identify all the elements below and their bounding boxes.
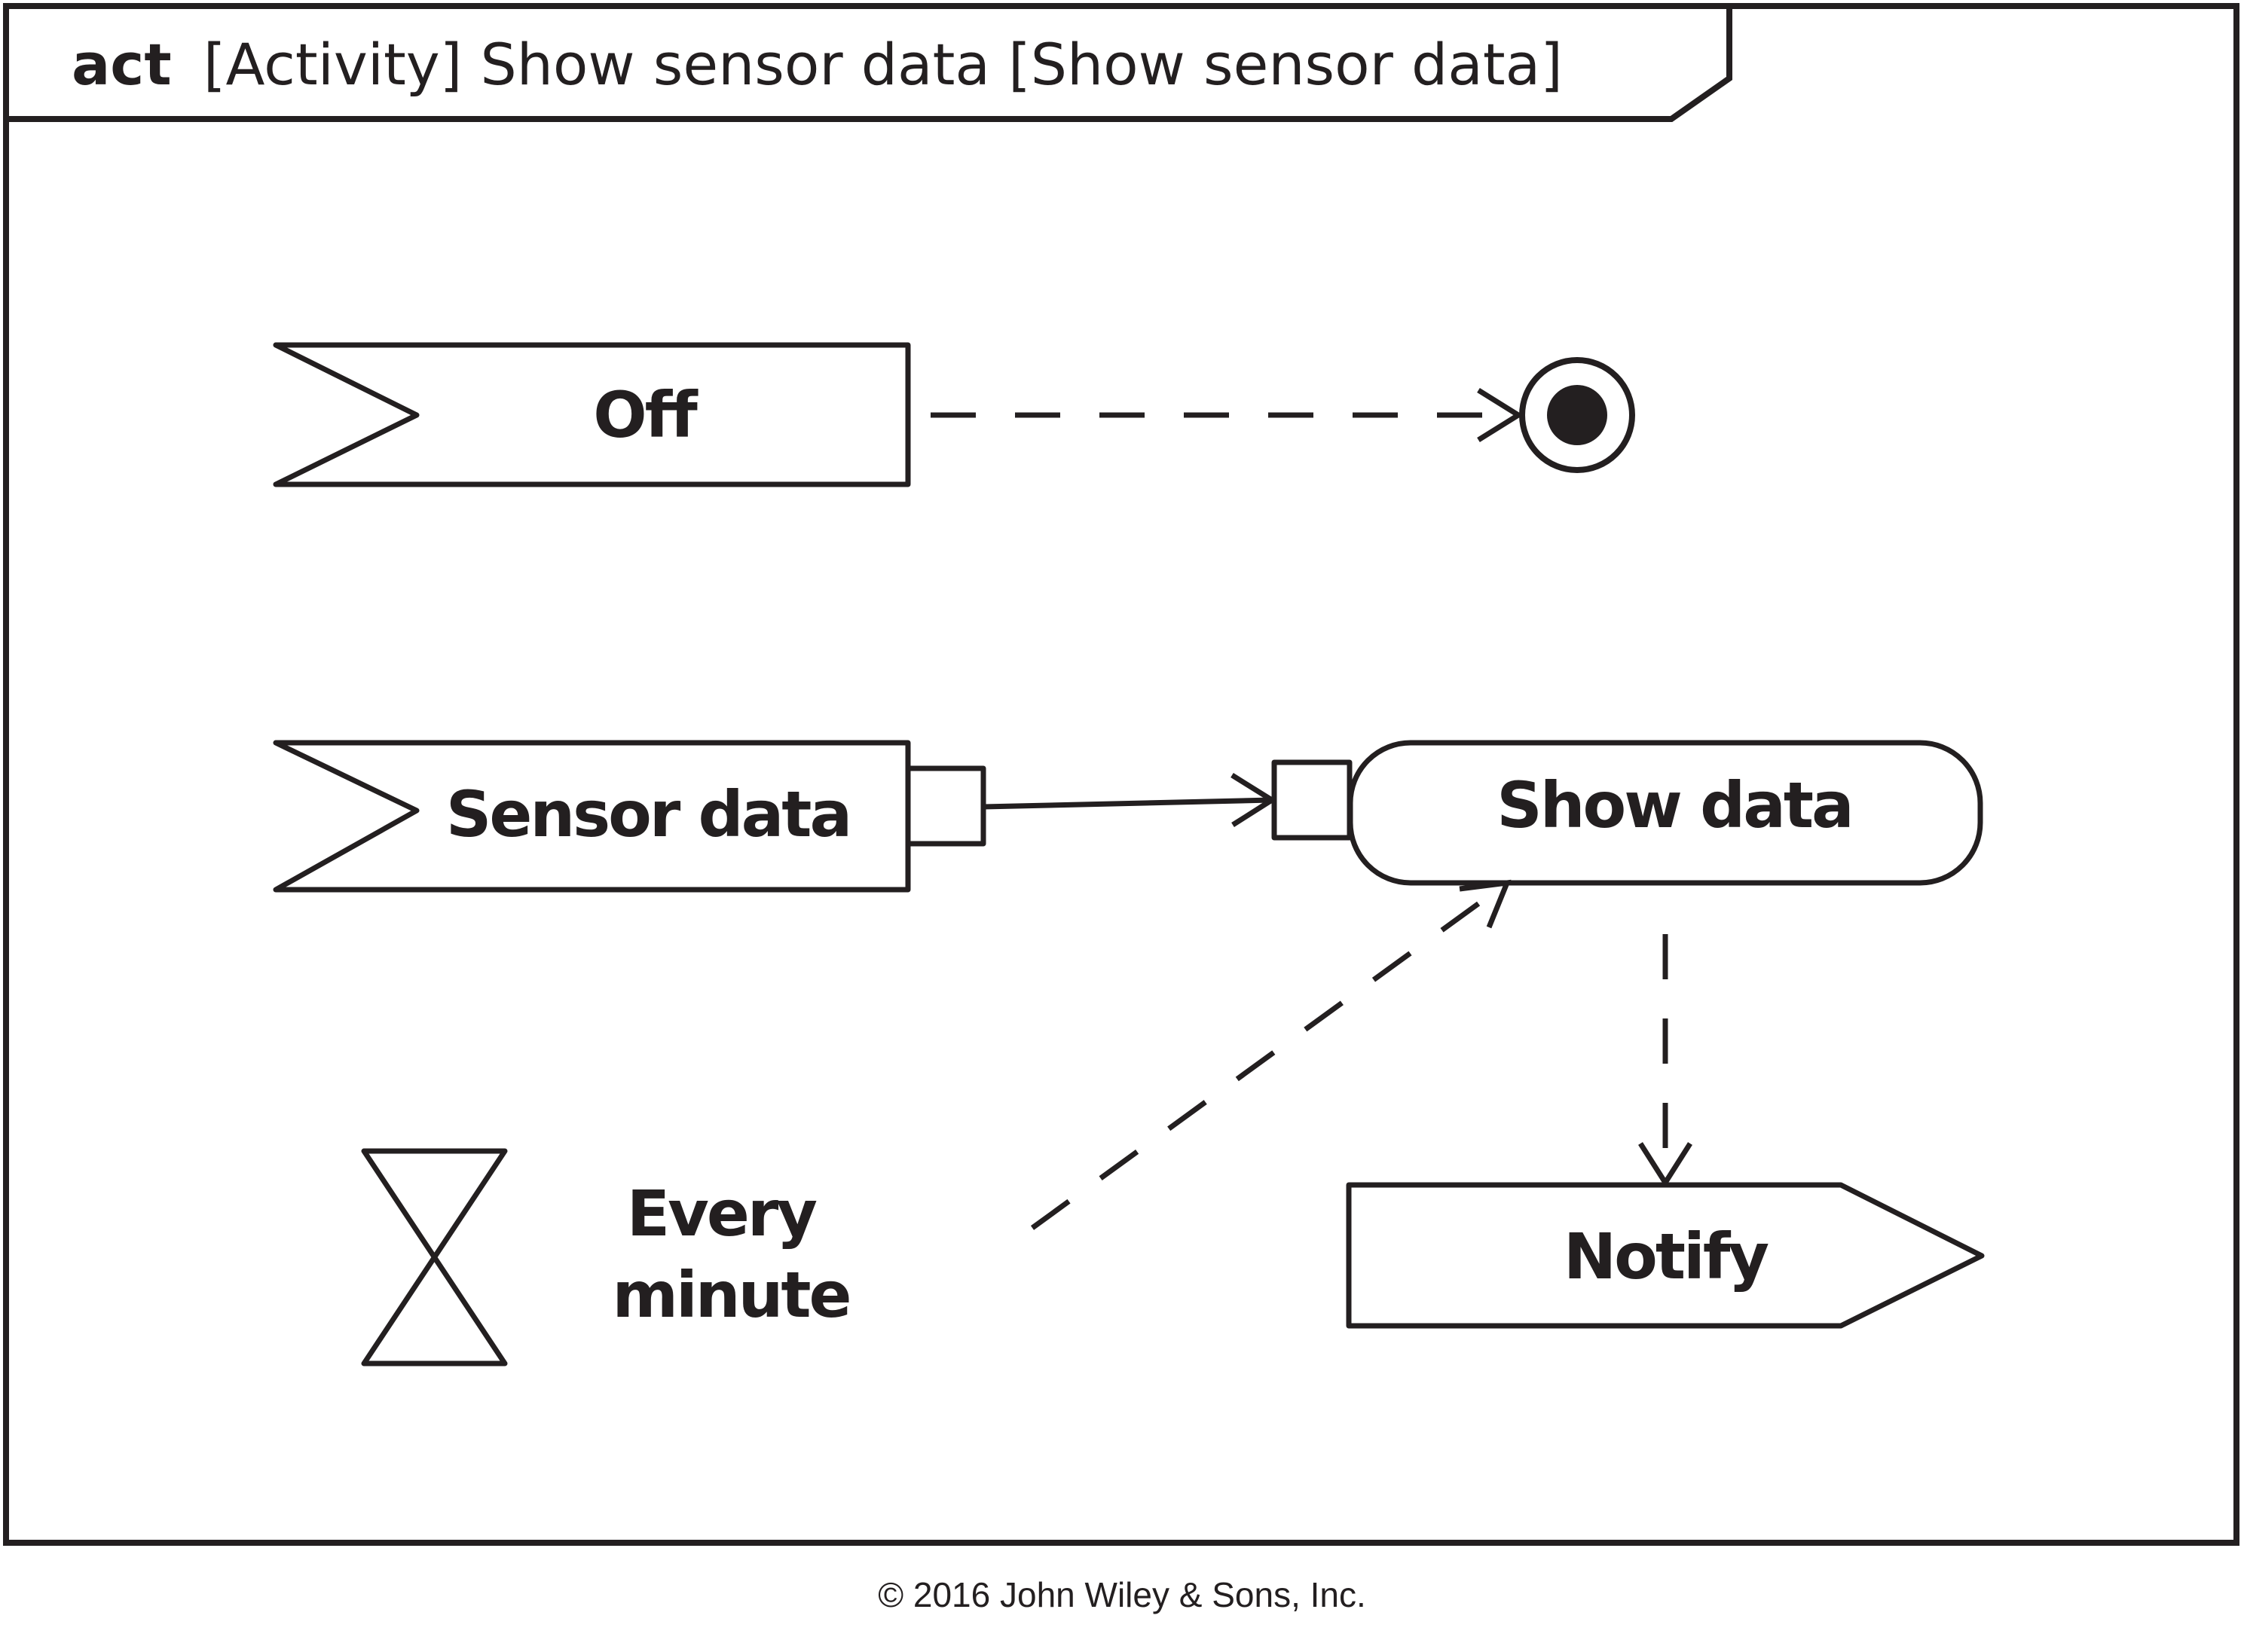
time-event-line2: minute <box>612 1258 849 1332</box>
output-pin <box>905 765 986 847</box>
activity-final-dot <box>1547 385 1607 445</box>
frame-name: [Activity] Show sensor data [Show sensor… <box>203 31 1563 98</box>
arrowhead-final <box>1477 388 1524 442</box>
off-label: Off <box>593 378 699 452</box>
time-event-line1: Every <box>627 1177 818 1250</box>
flow-time-to-show <box>1030 881 1509 1230</box>
flow-sensor-to-show <box>983 797 1273 810</box>
copyright-notice: © 2016 John Wiley & Sons, Inc. <box>878 1575 1366 1614</box>
accept-event-sensor-data <box>273 740 911 893</box>
time-event-label: Every minute <box>612 1177 849 1332</box>
accept-event-off <box>273 342 911 487</box>
frame-keyword: act <box>72 31 172 98</box>
hourglass-icon <box>361 1148 508 1366</box>
notify-label: Notify <box>1564 1220 1769 1293</box>
show-data-label: Show data <box>1497 768 1852 842</box>
input-pin <box>1271 759 1353 841</box>
frame-title: act [Activity] Show sensor data [Show se… <box>72 31 1563 98</box>
arrowhead-show-data <box>1459 879 1512 929</box>
sensor-data-label: Sensor data <box>446 777 850 851</box>
action-show-data <box>1347 740 1983 886</box>
send-signal-notify <box>1346 1182 1985 1329</box>
frame-name-tab <box>6 6 1732 122</box>
